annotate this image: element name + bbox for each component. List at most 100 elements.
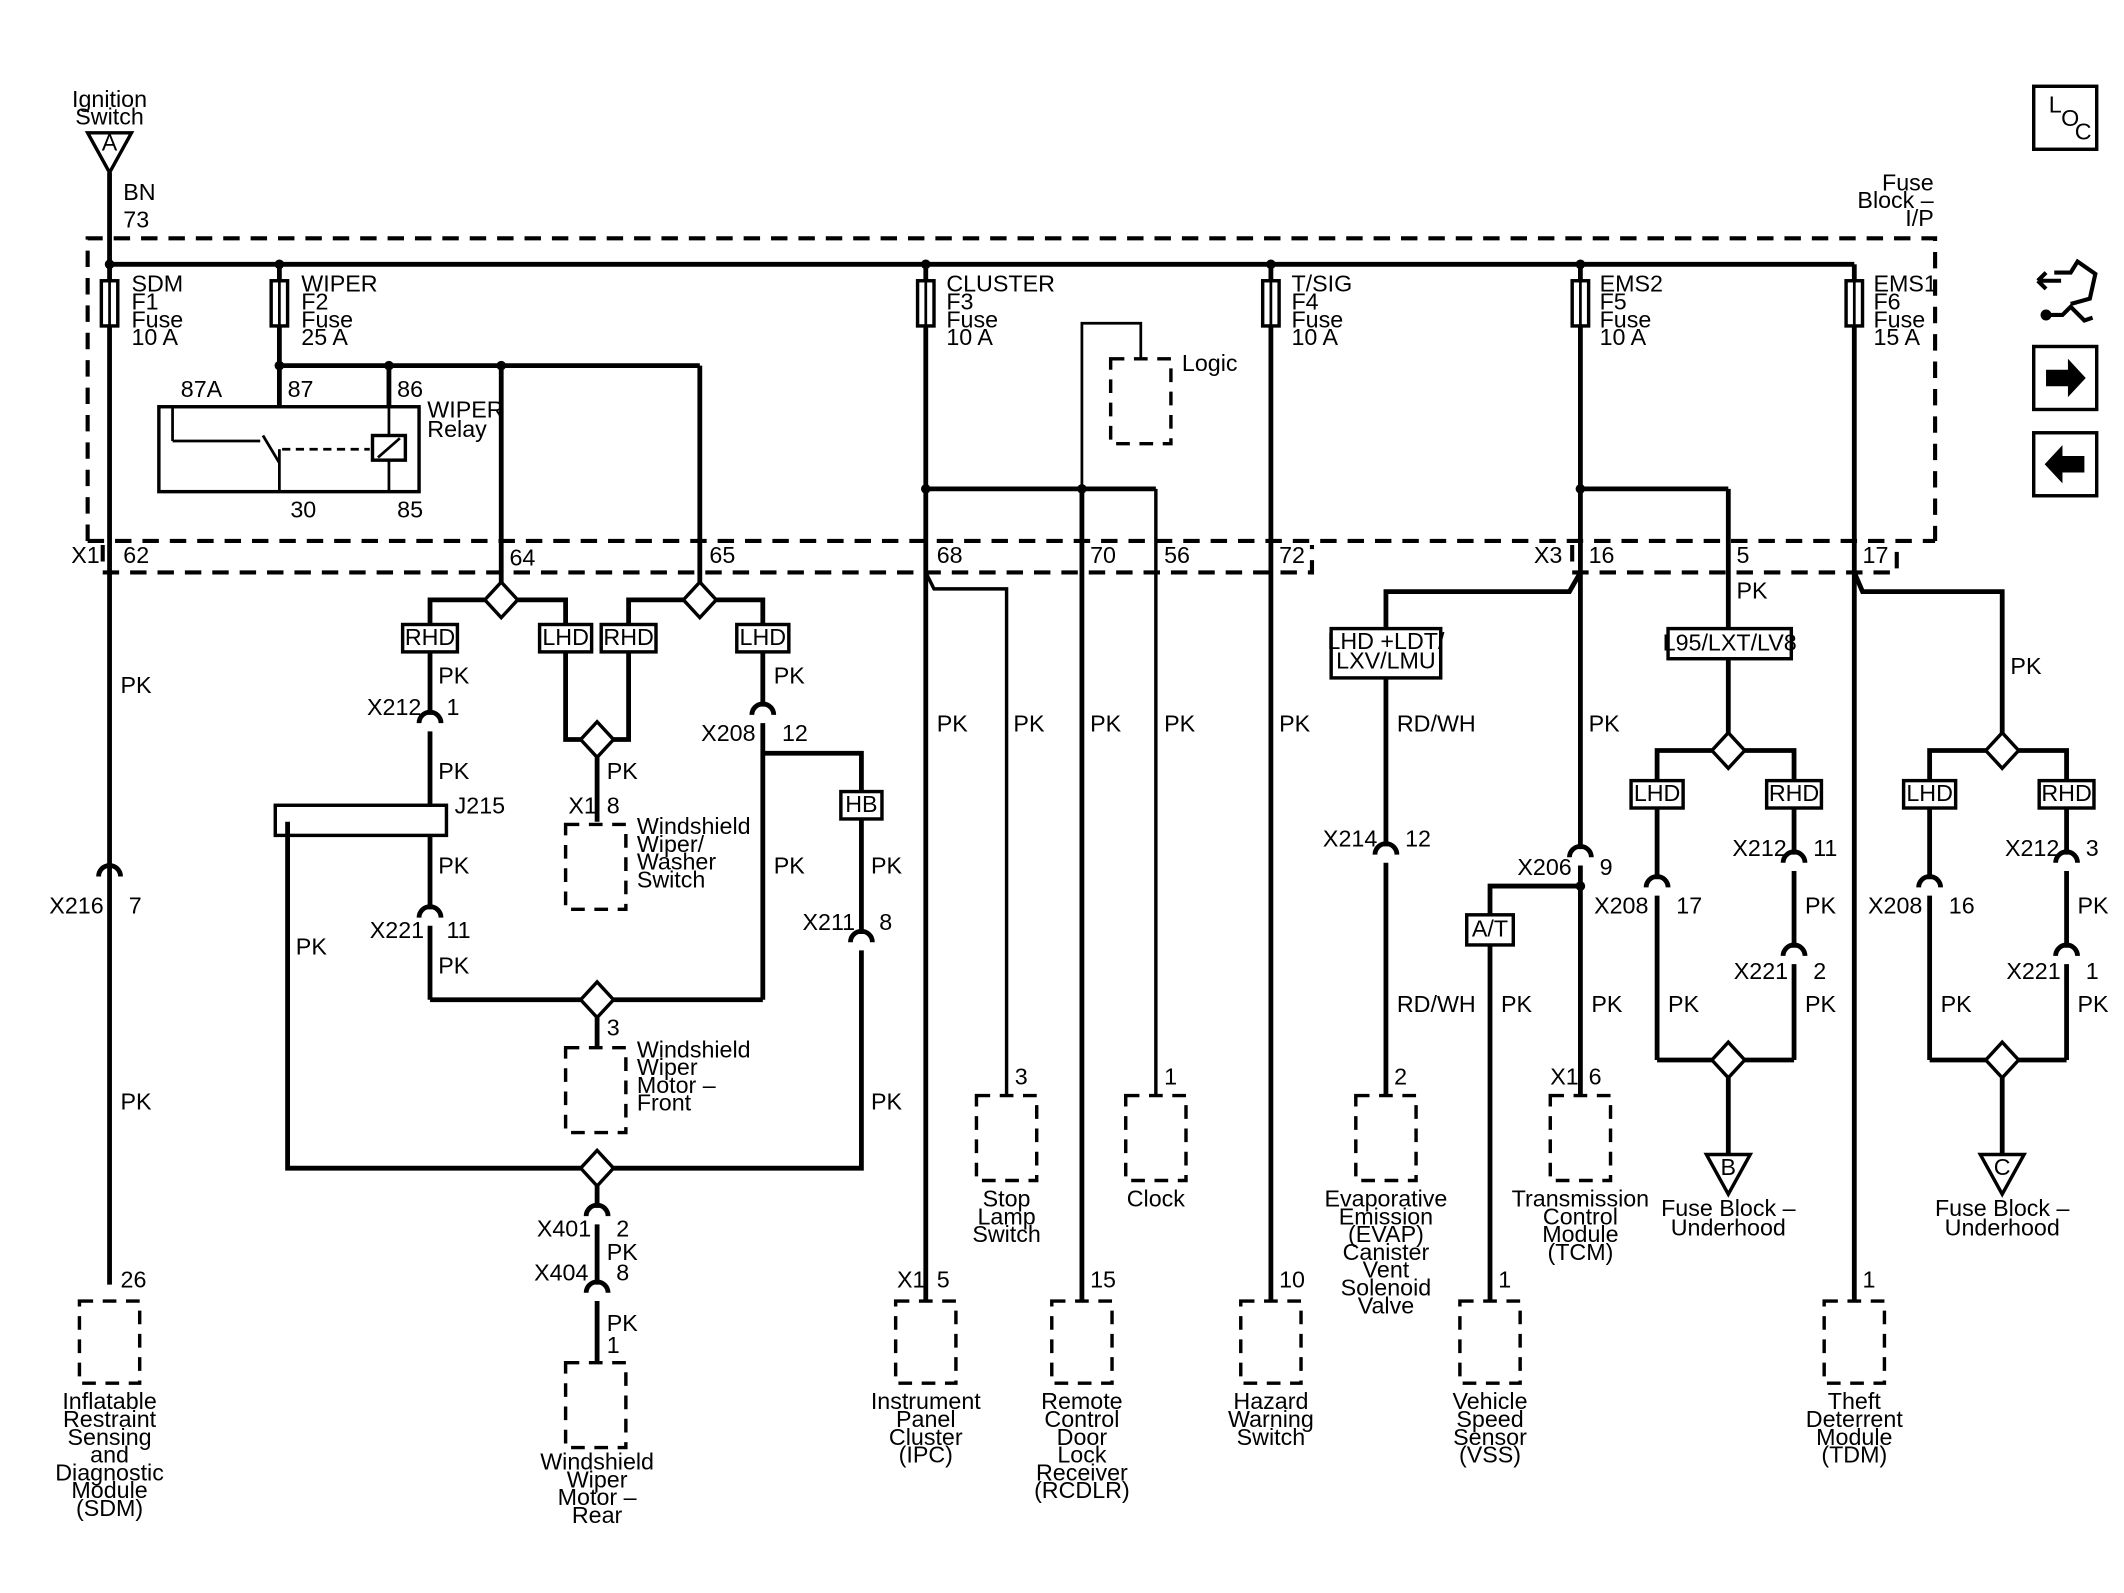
option-hb (839, 789, 884, 821)
arrow-right-icon[interactable] (2031, 344, 2099, 412)
wire-pk-c2: PK (2078, 892, 2110, 918)
ipc-l1: Instrument (871, 1388, 981, 1414)
ignition-terminal-a (84, 131, 135, 177)
fuse-f5-id: F5 (1600, 289, 1627, 315)
wire-pk-b2: PK (1805, 892, 1837, 918)
evap-l7: Valve (1358, 1292, 1414, 1318)
arrow-left-icon[interactable] (2031, 431, 2099, 498)
hazard-l2: Warning (1228, 1406, 1314, 1432)
fuse-block-title-2: Block – (1857, 187, 1933, 213)
conn-x1-62: 62 (123, 542, 149, 568)
wire-pk-rcdlr: PK (1090, 710, 1122, 736)
conn-x212b (1780, 849, 1808, 864)
wire-pk-sdm-2: PK (121, 1088, 153, 1114)
vss-l1: Vehicle (1453, 1388, 1528, 1414)
option-at-label: A/T (1472, 916, 1508, 942)
motor-rear-l2: Wiper (567, 1466, 628, 1492)
wire-pk-c3: PK (2078, 991, 2110, 1017)
option-hb-label: HB (845, 791, 877, 817)
conn-x212c (2053, 849, 2080, 864)
x401-label: X401 (537, 1216, 591, 1242)
fb-c-l1: Fuse Block – (1935, 1195, 2070, 1221)
wire-pk-1: PK (438, 662, 470, 688)
ignition-title-2: Switch (75, 104, 144, 130)
tdm-l2: Deterrent (1806, 1406, 1904, 1432)
option-rhd-c (2037, 778, 2096, 810)
stop-lamp-switch (974, 1093, 1039, 1183)
wire-pk-hazard: PK (1279, 710, 1311, 736)
tcm-l1: Transmission (1512, 1186, 1649, 1212)
wire-b-rhd (1744, 748, 1797, 781)
tcm-l3: Module (1542, 1221, 1618, 1247)
rcdlr-l2: Control (1044, 1406, 1119, 1432)
wire-pk-2: PK (438, 758, 470, 784)
washer-switch-l4: Switch (637, 866, 706, 892)
option-diamond-64 (482, 579, 521, 621)
conn-x221c (2053, 942, 2080, 957)
vss-l3: Sensor (1453, 1424, 1527, 1450)
motor-front-l4: Front (637, 1090, 692, 1116)
tcm-l2: Control (1543, 1203, 1618, 1229)
rcdlr-l3: Door (1057, 1424, 1108, 1450)
conn-x211 (848, 928, 875, 943)
x208c-label: X208 (1868, 892, 1922, 918)
fb-c-terminal: C (1994, 1154, 2011, 1180)
option-lhd-b (1629, 778, 1685, 810)
conn-x3-label: X3 (1534, 542, 1562, 568)
fuse-f2-type: Fuse (301, 306, 353, 332)
tdm-l4: (TDM) (1821, 1442, 1887, 1468)
conn-x212-1 (416, 709, 444, 724)
wire-pk-clock: PK (1164, 710, 1196, 736)
x214-pin: 12 (1405, 825, 1431, 851)
relay-86: 86 (397, 376, 423, 402)
connector-tool-icon[interactable] (2036, 258, 2098, 323)
conn-x208c (1916, 874, 1943, 888)
option-rhd-c-label: RHD (2041, 780, 2091, 806)
conn-x221-1 (416, 904, 444, 918)
option-ldt-1: LHD +LDT/ (1327, 628, 1445, 654)
motor-front-l2: Wiper (637, 1054, 698, 1080)
washer-switch (563, 822, 628, 912)
relay-name: WIPER (427, 397, 503, 423)
tcm-conn: X1 (1550, 1064, 1578, 1090)
fuse-f6-rating: 15 A (1873, 324, 1920, 350)
loc-button[interactable]: L O C (2031, 84, 2099, 151)
fuse-f6: EMS1 F6 Fuse 15 A (1844, 264, 1937, 350)
x1b-label: X1 (568, 792, 596, 818)
wire-pk-8: PK (774, 853, 806, 879)
fuse-f6-type: Fuse (1873, 306, 1925, 332)
j215-label: J215 (455, 792, 505, 818)
wire-64-rhd (427, 597, 485, 625)
option-lhd-b-label: LHD (1634, 780, 1681, 806)
wire-pk-3: PK (438, 853, 470, 879)
conn-x1-label: X1 (71, 542, 99, 568)
fb-c-l2: Underhood (1945, 1214, 2060, 1240)
x221-label: X221 (370, 917, 424, 943)
rcdlr-l5: Receiver (1036, 1459, 1128, 1485)
stop-lamp-l3: Switch (972, 1221, 1041, 1247)
conn-x404 (583, 1279, 611, 1294)
ipc-l2: Panel (896, 1406, 956, 1432)
tdm-l3: Module (1816, 1424, 1892, 1450)
tcm-module (1548, 1093, 1613, 1183)
relay-87: 87 (288, 376, 314, 402)
motor-front-l1: Windshield (637, 1036, 751, 1062)
tdm-branch (1852, 571, 2005, 740)
stop-lamp-l2: Lamp (977, 1203, 1035, 1229)
conn-x216 (96, 863, 123, 877)
option-ldt (1329, 626, 1443, 680)
conn-x3-17: 17 (1863, 542, 1889, 568)
sdm-l7: (SDM) (76, 1495, 143, 1521)
motor-front-pin: 3 (607, 1014, 620, 1040)
splice-diamond-front-motor (578, 979, 616, 1021)
x211-pin: 8 (879, 909, 892, 935)
wiper-motor-rear (563, 1360, 628, 1450)
wire-pk-l95: PK (1737, 577, 1769, 603)
x404-label: X404 (534, 1259, 588, 1285)
stop-lamp-wire (924, 571, 1009, 1096)
x212-pin: 1 (446, 694, 459, 720)
x216-label: X216 (49, 892, 103, 918)
wire-pk-b1: PK (1668, 991, 1700, 1017)
option-diamond-c (1983, 730, 2021, 771)
